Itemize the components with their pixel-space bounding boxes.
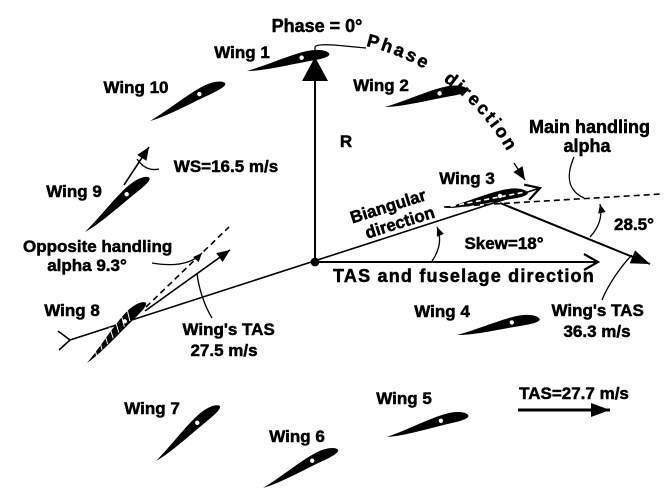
main-alpha-leader <box>568 156 585 199</box>
opposite-alpha-leader <box>151 252 203 266</box>
wings <box>78 47 541 489</box>
wing3-construction <box>431 156 662 301</box>
phase-arc-start-leader <box>314 44 367 57</box>
phase-zero-label: Phase = 0° <box>272 16 363 36</box>
ws-label: WS=16.5 m/s <box>174 157 278 176</box>
wing3-tas-value-label: Wing's TAS 36.3 m/s <box>551 301 648 341</box>
wing8-hatching <box>93 310 131 356</box>
wing8-tas-label: Wing's TAS 27.5 m/s <box>182 320 279 360</box>
phase-direction-arrow <box>513 162 526 181</box>
wing1-label: Wing 1 <box>214 43 270 62</box>
wing2-label: Wing 2 <box>353 76 409 95</box>
axes-lines <box>57 44 651 351</box>
main-alpha-angle-arc <box>589 203 606 238</box>
wing3-label: Wing 3 <box>439 169 495 188</box>
wing3-tas-arrow <box>499 202 651 265</box>
biangular-axis-line <box>69 188 540 341</box>
wing3-chord-dashed-line <box>443 193 662 208</box>
wing8-airfoil <box>79 298 150 364</box>
tas-label: TAS=27.7 m/s <box>519 384 629 403</box>
wing8-tas-arrow <box>144 249 231 312</box>
skew-angle-arc <box>431 226 444 262</box>
wing8-construction <box>144 226 231 319</box>
wing9-label: Wing 9 <box>46 182 102 201</box>
wing8-tas-label-leader <box>196 273 213 319</box>
wing10-label: Wing 10 <box>103 78 168 97</box>
wing7-label: Wing 7 <box>124 399 180 418</box>
wing8-label: Wing 8 <box>44 301 100 320</box>
wing3-chord-overlay <box>450 191 526 208</box>
opposite-handling-label: Opposite handling alpha 9.3° <box>23 237 177 275</box>
line-tail-fork <box>57 330 71 351</box>
ws-construction <box>123 146 160 186</box>
ws-arrow <box>123 146 150 186</box>
wing5-label: Wing 5 <box>376 389 432 408</box>
labels: Phase = 0° Wing 1 Wing 2 Wing 10 R WS=16… <box>23 16 655 447</box>
wing6-label: Wing 6 <box>269 427 325 446</box>
wing4-label: Wing 4 <box>414 302 470 321</box>
main-handling-alpha-label: Main handling alpha <box>529 117 655 156</box>
skew-label: Skew=18° <box>464 234 543 253</box>
wing3-airfoil <box>443 186 529 210</box>
radius-label: R <box>340 132 352 151</box>
tas-fuselage-label: TAS and fuselage direction <box>333 266 595 286</box>
wing3-tas-label-leader <box>601 254 633 301</box>
main-handling-value-label: 28.5° <box>614 215 654 234</box>
origin-dot <box>310 257 320 267</box>
radius-arrowhead-icon <box>302 57 328 81</box>
ws-label-leader <box>136 158 160 171</box>
